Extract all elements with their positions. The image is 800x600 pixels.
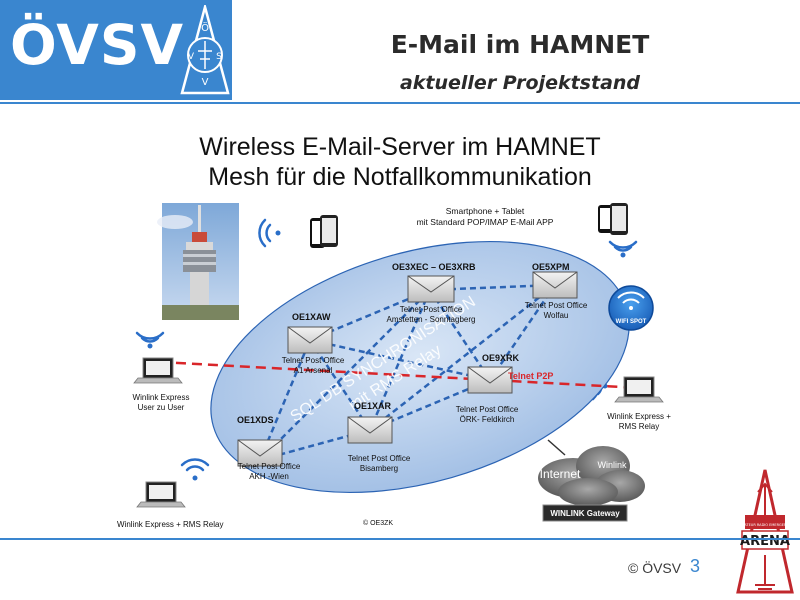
node-oe9xrk-label: Telnet Post Office ÖRK- Feldkirch: [455, 405, 519, 424]
credit-label: © OE3ZK: [363, 520, 394, 527]
footer-copyright: © ÖVSV: [628, 560, 682, 576]
oevsv-logo: ÖVSV Ö V S V: [0, 0, 232, 100]
slide-title: Wireless E-Mail-Server im HAMNET Mesh fü…: [130, 132, 670, 192]
smartphone-icon: [310, 215, 338, 248]
winlink-user-label: Winlink Express User zu User: [132, 393, 190, 412]
svg-text:AMATEUR RADIO EMERGENCY: AMATEUR RADIO EMERGENCY: [739, 523, 792, 527]
post-office-oe9xrk-icon: [467, 366, 513, 394]
post-office-oe1xar-icon: [347, 416, 393, 444]
wifi-signal-icon: [258, 218, 281, 248]
post-office-oe3xec-icon: [407, 275, 455, 303]
node-oe1xaw-call: OE1XAW: [292, 312, 331, 322]
node-oe5xpm-label: Telnet Post Office Wolfau: [524, 301, 588, 320]
svg-text:V: V: [202, 77, 209, 88]
slide-title-line2: Mesh für die Notfallkommunikation: [208, 163, 592, 191]
laptop-bottom-icon: [136, 481, 186, 508]
winlink-rms-right-label: Winlink Express + RMS Relay: [607, 412, 671, 431]
svg-text:V: V: [188, 52, 195, 62]
page-title: E-Mail im HAMNET: [390, 30, 650, 59]
winlink-rms-bottom-label: Winlink Express + RMS Relay: [117, 520, 224, 529]
svg-text:Ö: Ö: [201, 21, 209, 34]
tablet-icon: [598, 203, 628, 235]
node-oe1xds-label: Telnet Post Office AKH -Wien: [237, 462, 301, 481]
node-oe1xaw-label: Telnet Post Office A1 Arsenal: [281, 356, 345, 375]
post-office-oe1xaw-icon: [287, 326, 333, 354]
svg-text:WINLINK Gateway: WINLINK Gateway: [550, 509, 620, 518]
internet-link: [547, 439, 566, 456]
node-oe1xar-call: OE1XAR: [354, 401, 392, 411]
node-oe1xar-label: Telnet Post Office Bisamberg: [347, 454, 411, 473]
tower-photo: [157, 203, 239, 320]
svg-text:WIFI SPOT: WIFI SPOT: [616, 319, 647, 325]
node-oe3xec-label: Telnet Post Office Amstetten - Sonntagbe…: [386, 305, 476, 324]
svg-text:ARENA: ARENA: [740, 534, 790, 549]
svg-text:Internet: Internet: [540, 467, 581, 481]
logo-text: ÖVSV: [10, 13, 185, 77]
oevsv-emblem-icon: Ö V S V: [180, 5, 230, 95]
wifi-signal-icon: [135, 331, 165, 349]
telnet-p2p-link: [159, 360, 641, 390]
telnet-p2p-label: Telnet P2P: [508, 371, 553, 381]
laptop-right-icon: [614, 376, 664, 403]
header-divider: [0, 102, 800, 104]
post-office-oe5xpm-icon: [532, 271, 578, 299]
node-oe1xds-call: OE1XDS: [237, 415, 274, 425]
arena-logo: AMATEUR RADIO EMERGENCY ARENA: [736, 469, 794, 594]
internet-cloud-icon: Internet Winlink: [538, 446, 645, 506]
svg-text:S: S: [216, 52, 222, 62]
wifi-signal-icon: [608, 240, 638, 258]
header: ÖVSV Ö V S V E-Mail im HAMNET aktueller …: [0, 0, 800, 100]
wifi-spot-icon: WIFI SPOT: [608, 285, 654, 331]
laptop-left-icon: [133, 357, 183, 384]
footer-divider: [0, 538, 800, 540]
node-oe5xpm-call: OE5XPM: [532, 262, 570, 272]
winlink-gateway-box: WINLINK Gateway: [542, 504, 628, 522]
wifi-signal-icon: [180, 458, 210, 481]
smartphone-caption: Smartphone + Tablet mit Standard POP/IMA…: [416, 206, 554, 227]
node-oe3xec-call: OE3XEC – OE3XRB: [392, 262, 476, 272]
post-office-oe1xds-icon: [237, 439, 283, 467]
svg-text:Winlink: Winlink: [597, 460, 627, 470]
page-number: 3: [690, 556, 701, 576]
page-subtitle: aktueller Projektstand: [399, 72, 641, 94]
slide-title-line1: Wireless E-Mail-Server im HAMNET: [199, 133, 601, 161]
node-oe9xrk-call: OE9XRK: [482, 353, 520, 363]
